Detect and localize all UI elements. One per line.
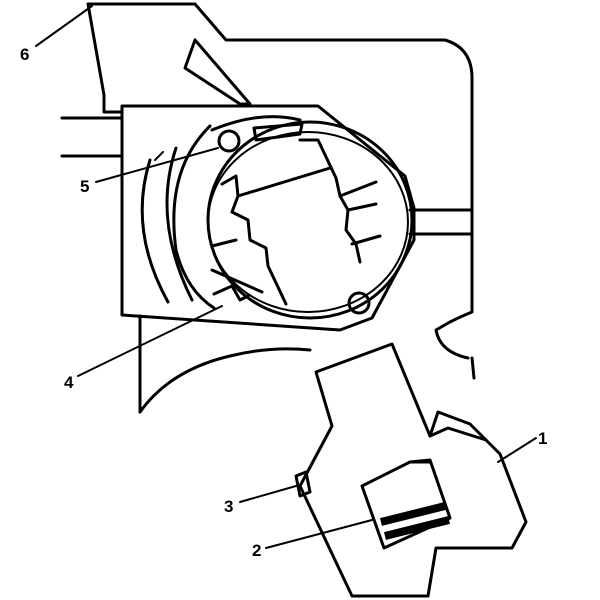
upper-housing — [60, 2, 476, 380]
callout-4: 4 — [64, 373, 74, 392]
callout-labels: 1 2 3 4 5 6 — [20, 45, 547, 560]
callout-6: 6 — [20, 45, 29, 64]
ring-top-tab — [252, 122, 304, 142]
lower-housing — [138, 314, 312, 414]
leader-lines — [35, 5, 537, 549]
wire-guides — [140, 124, 216, 310]
locator-pin-top — [217, 129, 241, 153]
connector-window — [360, 458, 452, 550]
switch-component — [294, 342, 528, 598]
callout-2: 2 — [252, 541, 261, 560]
callout-3: 3 — [224, 497, 233, 516]
switch-tab — [294, 470, 312, 498]
switch-ring — [206, 115, 414, 320]
callout-5: 5 — [80, 177, 89, 196]
callout-1: 1 — [538, 429, 547, 448]
upper-tab — [183, 38, 252, 106]
locator-pin-bottom — [347, 291, 371, 315]
